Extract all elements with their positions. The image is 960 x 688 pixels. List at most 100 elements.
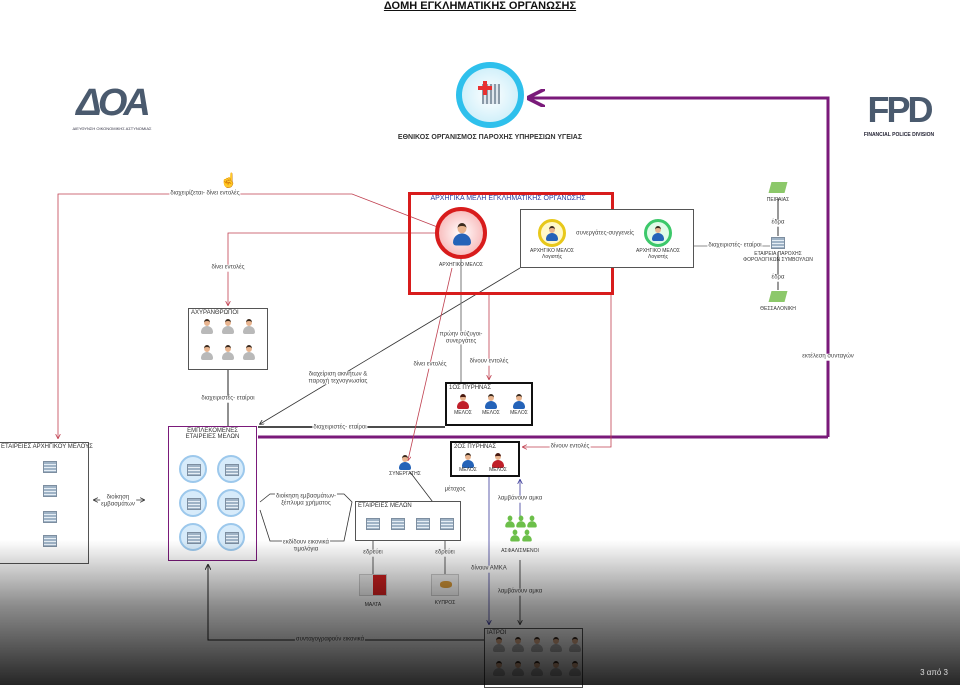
building-icon — [187, 498, 201, 510]
edge-label: πρώην σύζυγοι-συνεργάτες — [438, 331, 484, 345]
building-icon — [43, 461, 57, 473]
edge-label: διαχείριση ακινήτων &παροχή τεχνογνωσίας — [307, 371, 369, 385]
person-icon — [516, 515, 526, 528]
edge-label: διαχειριστές- εταίροι — [312, 424, 368, 432]
person-icon — [493, 637, 505, 652]
hospital-icon — [456, 62, 524, 128]
person-icon — [510, 529, 520, 542]
edge-label: λαμβάνουν αμκα — [496, 588, 544, 596]
insured-people-icon — [504, 514, 538, 548]
edge-label: δίνουν εντολές — [468, 358, 510, 366]
building-icon — [187, 464, 201, 476]
cyprus-flag-icon — [431, 574, 459, 596]
person-icon — [531, 661, 543, 676]
person-icon — [550, 637, 562, 652]
building-icon — [225, 464, 239, 476]
building-icon — [771, 237, 785, 249]
insured-label: ΑΣΦΑΛΙΣΜΕΝΟΙ — [501, 548, 539, 554]
person-icon — [546, 226, 558, 241]
person-icon — [462, 453, 474, 468]
building-icon — [43, 485, 57, 497]
edge-label: συνταγογραφούν εικονικά — [294, 636, 366, 644]
company-icon — [179, 489, 207, 517]
page-indicator: 3 από 3 — [920, 668, 948, 677]
person-icon — [527, 515, 537, 528]
member-label: ΜΕΛΟΣ — [482, 410, 500, 416]
partner-icon — [399, 455, 411, 470]
person-icon — [513, 394, 525, 409]
company-icon — [217, 455, 245, 483]
lead-member-label: ΑΡΧΗΓΙΚΟ ΜΕΛΟΣ — [439, 262, 483, 268]
person-icon — [243, 345, 255, 360]
building-icon — [43, 511, 57, 523]
building-icon — [440, 518, 454, 530]
building-icon — [43, 535, 57, 547]
eopyy-label: ΕΘΝΙΚΟΣ ΟΡΓΑΝΙΣΜΟΣ ΠΑΡΟΧΗΣ ΥΠΗΡΕΣΙΩΝ ΥΓΕ… — [397, 134, 583, 141]
person-icon — [453, 223, 471, 246]
edge-label: μέτοχος — [443, 486, 467, 494]
person-icon — [201, 319, 213, 334]
city-label: ΠΕΙΡΑΙΑΣ — [766, 197, 790, 203]
person-icon — [485, 394, 497, 409]
doa-logo: ΔΟΑ ΔΙΕΥΘΥΝΣΗ ΟΙΚΟΝΟΜΙΚΗΣ ΑΣΤΥΝΟΜΙΑΣ — [72, 82, 152, 131]
building-icon — [391, 518, 405, 530]
member-label: ΜΕΛΟΣ — [489, 467, 507, 473]
person-icon — [550, 661, 562, 676]
person-icon — [243, 319, 255, 334]
edge-label: λαμβάνουν αμκα — [496, 495, 544, 503]
accountant-avatar — [644, 219, 672, 247]
person-icon — [512, 637, 524, 652]
member-label: ΜΕΛΟΣ — [454, 410, 472, 416]
country-label: ΜΑΛΤΑ — [364, 602, 382, 608]
edge-label: εδρεύει — [362, 549, 384, 557]
person-icon — [652, 226, 664, 241]
building-icon — [187, 532, 201, 544]
member-firms-box: ΕΤΑΙΡΕΙΕΣ ΜΕΛΩΝ — [355, 501, 461, 541]
edge-label: διοίκηση εμβασμάτων-ξέπλυμα χρήματος — [274, 493, 338, 507]
edge-label: διαχειριστές- εταίροι — [707, 242, 763, 250]
edge-label: εδρεύει — [434, 549, 456, 557]
person-icon — [222, 345, 234, 360]
edge-label: διαχειρίζεται- δίνει εντολές — [169, 190, 241, 198]
edge-label: δίνει εντολές — [412, 361, 448, 369]
person-icon — [457, 394, 469, 409]
leader-firms-box: ΕΤΑΙΡΕΙΕΣ ΑΡΧΗΓΙΚΟΥ ΜΕΛΟΥΣ — [0, 442, 93, 564]
leaders-title: ΑΡΧΗΓΙΚΑ ΜΕΛΗ ΕΓΚΛΗΜΑΤΙΚΗΣ ΟΡΓΑΝΩΣΗΣ — [430, 195, 586, 202]
doctors-box: ΙΑΤΡΟΙ — [484, 628, 583, 688]
accountant-avatar — [538, 219, 566, 247]
person-icon — [569, 637, 581, 652]
partner-label: ΣΥΝΕΡΓΑΤΗΣ — [389, 471, 421, 477]
map-pin-icon — [768, 182, 788, 193]
building-icon — [366, 518, 380, 530]
edge-label: δίνουν ΑΜΚΑ — [470, 565, 508, 573]
strawmen-box: ΑΧΥΡΑΝΘΡΩΠΟΙ — [188, 308, 268, 370]
edge-label: διαχειριστές- εταίροι — [200, 395, 256, 403]
lead-member-avatar — [435, 207, 487, 259]
edge-label: έδρα — [770, 274, 786, 282]
person-icon — [531, 637, 543, 652]
fpd-logo: FPD FINANCIAL POLICE DIVISION — [863, 89, 935, 138]
company-icon — [179, 523, 207, 551]
person-icon — [492, 453, 504, 468]
person-icon — [201, 345, 213, 360]
edge-label: δίνουν εντολές — [549, 443, 591, 451]
edge-label: έδρα — [770, 219, 786, 227]
person-icon — [222, 319, 234, 334]
hand-cursor-icon: ☝ — [220, 172, 238, 188]
edge-label: δίνει εντολές — [210, 264, 246, 272]
member-label: ΜΕΛΟΣ — [510, 410, 528, 416]
malta-flag-icon — [359, 574, 387, 596]
person-icon — [522, 529, 532, 542]
company-icon — [179, 455, 207, 483]
building-icon — [225, 498, 239, 510]
edge-label: εκτέλεση συνταγών — [801, 353, 855, 361]
building-icon — [225, 532, 239, 544]
page-title: ΔΟΜΗ ΕΓΚΛΗΜΑΤΙΚΗΣ ΟΡΓΑΝΩΣΗΣ — [383, 0, 577, 12]
country-label: ΚΥΠΡΟΣ — [434, 600, 456, 606]
